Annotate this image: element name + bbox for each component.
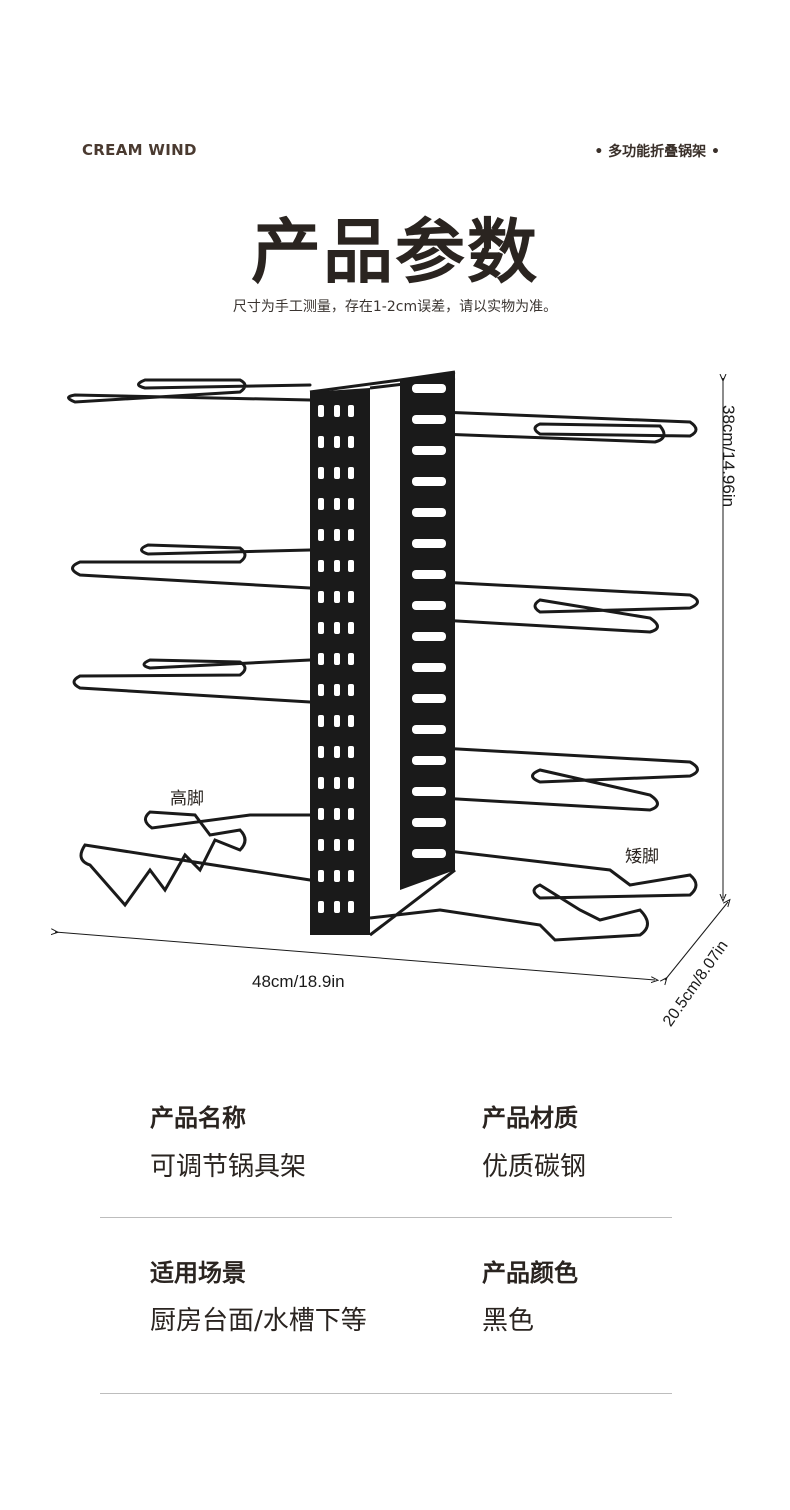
spec-name-value: 可调节锅具架 [150,1152,307,1182]
right-arm-3 [438,746,699,812]
rack-slot [412,477,446,486]
divider [100,1393,672,1394]
rack-slot [318,839,324,851]
left-arm-1 [67,378,312,404]
rack-slot [318,777,324,789]
rack-slot [412,849,446,858]
rack-slot [318,746,324,758]
rack-slot [348,684,354,696]
height-dimension: 38cm/14.96in [719,405,738,508]
rack-slot [348,808,354,820]
rack-slot [412,632,446,641]
rack-slot [412,756,446,765]
spec-material-label: 产品材质 [482,1104,578,1132]
rack-slot [412,446,446,455]
rack-slot [334,591,340,603]
rack-slot [318,467,324,479]
rack-slot [348,405,354,417]
rack-slot [348,622,354,634]
rack-slot [318,498,324,510]
width-dimension: 48cm/18.9in [252,972,345,991]
rack-slot [412,508,446,517]
page-subtitle: 尺寸为手工测量，存在1-2cm误差，请以实物为准。 [232,299,558,315]
rack-slot [334,777,340,789]
rack-slot [348,870,354,882]
rack-slot [318,622,324,634]
rack-slot [412,570,446,579]
brand-name: CREAM WIND [82,141,197,159]
tall-feet-label: 高脚 [170,789,204,809]
rack-slot [334,746,340,758]
tall-feet [79,810,312,908]
rack-slot [334,715,340,727]
rack-slot [318,808,324,820]
rack-slot [334,467,340,479]
spec-color-value: 黑色 [482,1306,535,1336]
rack-slot [348,467,354,479]
rack-slot [334,839,340,851]
rack-slot [318,870,324,882]
rack-slot [348,777,354,789]
rack-slot [412,694,446,703]
rack-slot [318,560,324,572]
left-arm-3 [72,658,312,704]
spec-scene-value: 厨房台面/水槽下等 [150,1306,367,1336]
short-feet-label: 矮脚 [625,847,659,867]
rack-slot [348,591,354,603]
rack-slot [318,653,324,665]
rack-slot [334,529,340,541]
rack-slot [412,415,446,424]
rack-slot [348,436,354,448]
rack-slot [412,787,446,796]
rack-slot [348,901,354,913]
rack-slot [412,663,446,672]
pot-rack-illustration [0,370,790,1050]
rack-slot [334,560,340,572]
left-arm-2 [71,543,312,590]
rack-slot [334,653,340,665]
tagline: • 多功能折叠锅架 • [594,144,720,160]
spec-material-value: 优质碳钢 [482,1152,587,1182]
rack-slot [348,715,354,727]
right-arm-1 [438,410,698,444]
rack-slot [318,405,324,417]
rack-slot [334,405,340,417]
rack-slot [318,436,324,448]
rack-slot [334,498,340,510]
right-arm-2 [438,580,699,634]
rack-slot [318,901,324,913]
rack-slot [334,622,340,634]
rack-slot [412,818,446,827]
short-feet [438,848,698,942]
rack-slot [412,539,446,548]
rack-slot [318,591,324,603]
rack-slot [348,498,354,510]
divider [100,1217,672,1218]
rack-slot [334,901,340,913]
rack-slot [348,653,354,665]
rack-slot [334,684,340,696]
rack-slot [412,601,446,610]
spec-name-label: 产品名称 [150,1104,246,1132]
page-title: 产品参数 [251,211,539,293]
rack-slot [412,725,446,734]
rack-slot [318,715,324,727]
rack-slot [348,746,354,758]
rack-slot [348,560,354,572]
rack-slot [348,839,354,851]
spec-color-label: 产品颜色 [482,1259,578,1287]
rack-slot [334,808,340,820]
rack-slot [412,384,446,393]
rack-slot [334,436,340,448]
rack-slot [334,870,340,882]
spec-scene-label: 适用场景 [150,1259,246,1287]
rack-slot [348,529,354,541]
rack-slot [318,529,324,541]
rack-slot [318,684,324,696]
